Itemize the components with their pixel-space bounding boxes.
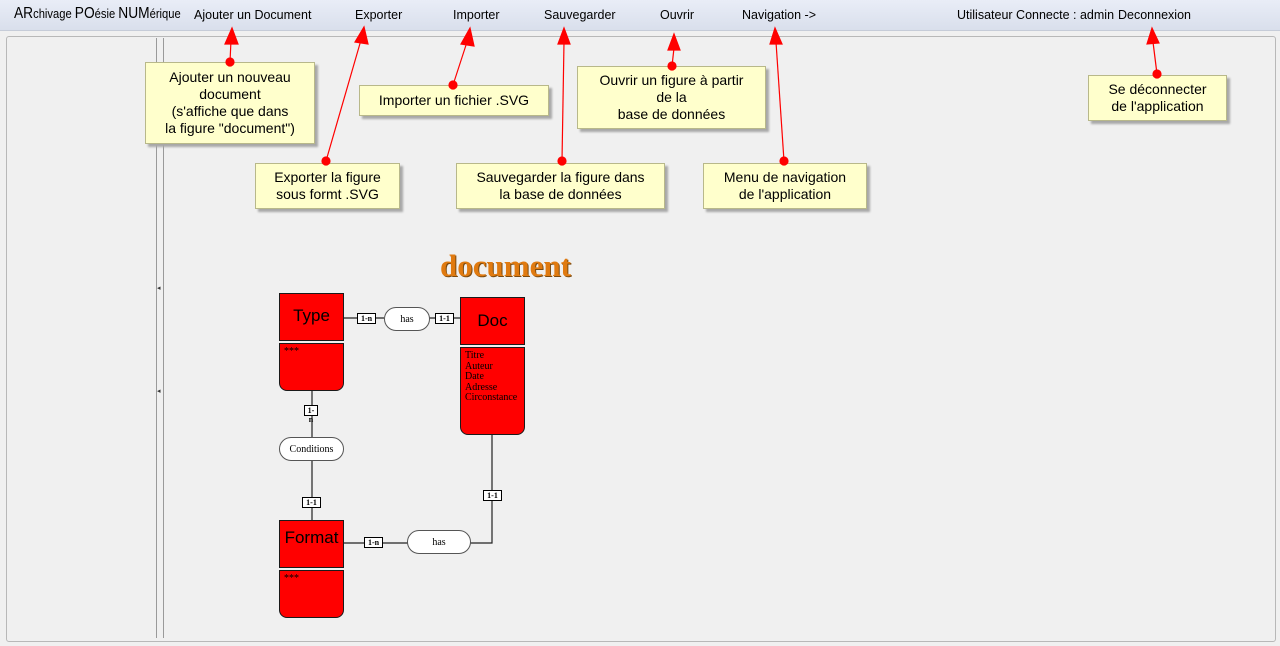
note-open: Ouvrir un figure à partir de la base de … <box>577 66 766 129</box>
app-logo: ARchivage POésie NUMérique <box>14 5 181 22</box>
cardinality-doc-has: 1-1 <box>483 490 502 501</box>
entity-doc-attributes: Titre Auteur Date Adresse Circonstance <box>460 347 525 435</box>
relation-has-type-doc[interactable]: has <box>384 307 430 331</box>
menu-export[interactable]: Exporter <box>355 8 403 22</box>
menu-import[interactable]: Importer <box>453 8 500 22</box>
menu-save[interactable]: Sauvegarder <box>544 8 616 22</box>
splitter-line-right[interactable] <box>163 38 164 638</box>
cardinality-has-doc: 1-1 <box>435 313 454 324</box>
cardinality-format-has: 1-n <box>364 537 383 548</box>
entity-type-attributes: *** <box>279 343 344 391</box>
note-export: Exporter la figure sous formt .SVG <box>255 163 400 209</box>
connected-user-label: Utilisateur Connecte : admin <box>957 8 1115 22</box>
entity-format-attributes: *** <box>279 570 344 618</box>
cardinality-type-has: 1-n <box>357 313 376 324</box>
splitter-line-left <box>156 38 157 638</box>
top-menu-bar: ARchivage POésie NUMérique Ajouter un Do… <box>0 0 1280 31</box>
diagram-title: document <box>440 248 571 283</box>
note-save: Sauvegarder la figure dans la base de do… <box>456 163 665 209</box>
relation-conditions[interactable]: Conditions <box>279 437 344 461</box>
note-add-document: Ajouter un nouveau document (s'affiche q… <box>145 62 315 144</box>
menu-logout[interactable]: Deconnexion <box>1118 8 1191 22</box>
splitter-collapse-arrow-icon[interactable]: ◂ <box>157 285 161 292</box>
menu-navigation[interactable]: Navigation -> <box>742 8 816 22</box>
menu-add-document[interactable]: Ajouter un Document <box>194 8 312 22</box>
entity-format-header[interactable]: Format <box>279 520 344 568</box>
cardinality-type-conditions: 1-n <box>304 405 318 424</box>
cardinality-conditions-format: 1-1 <box>302 497 321 508</box>
splitter-collapse-arrow-icon-2[interactable]: ◂ <box>157 388 161 395</box>
relation-has-format-doc[interactable]: has <box>407 530 471 554</box>
note-navigation: Menu de navigation de l'application <box>703 163 867 209</box>
menu-open[interactable]: Ouvrir <box>660 8 695 22</box>
note-import: Importer un fichier .SVG <box>359 85 549 116</box>
entity-type-header[interactable]: Type <box>279 293 344 341</box>
entity-doc-header[interactable]: Doc <box>460 297 525 345</box>
note-logout: Se déconnecter de l'application <box>1088 75 1227 121</box>
